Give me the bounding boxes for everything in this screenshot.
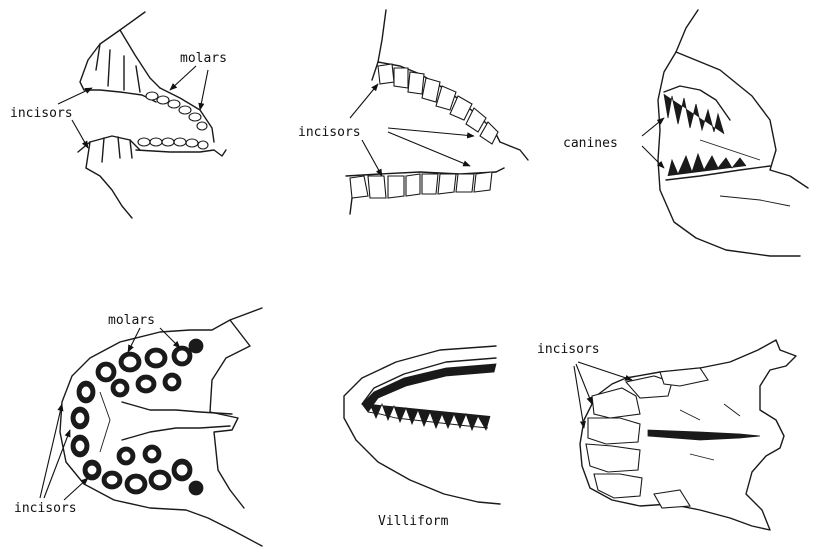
arrow-incisors-bl-1 <box>40 404 62 498</box>
arrow-canines-upper <box>642 118 664 136</box>
caption-villiform: Villiform <box>378 514 449 529</box>
label-canines: canines <box>563 136 618 151</box>
arrow-incisors-lower-left <box>362 140 382 176</box>
arrow-incisors-br-1 <box>578 362 632 380</box>
arrow-molars-2 <box>200 70 208 110</box>
panel-bottom-right: incisors <box>537 340 796 530</box>
lower-incisor-row-drawing <box>346 168 504 214</box>
upper-incisor-row-drawing <box>372 10 528 160</box>
upper-jaw-drawing <box>80 12 214 142</box>
palate-outline-drawing <box>60 308 262 546</box>
panel-top-right: canines <box>563 10 808 256</box>
arrow-molars-1 <box>170 66 196 90</box>
incisor-palate-drawing <box>580 340 796 530</box>
label-incisors-bottom-right: incisors <box>537 342 600 357</box>
lower-jaw-drawing <box>78 136 226 218</box>
label-molars-bottom-left: molars <box>108 313 155 328</box>
label-incisors-top-left: incisors <box>10 106 73 121</box>
arrow-incisors-upper-mid <box>350 84 378 118</box>
molar-cluster-drawing <box>71 339 203 495</box>
arrow-canines-lower <box>642 146 664 168</box>
canine-head-drawing <box>658 10 808 256</box>
label-incisors-top-middle: incisors <box>298 125 361 140</box>
arrow-incisors-lower-right <box>388 132 470 166</box>
label-incisors-bottom-left: incisors <box>14 501 77 516</box>
panel-top-left: molars incisors <box>10 12 227 218</box>
arrow-incisors-lower <box>72 120 88 148</box>
arrow-incisors-bl-3 <box>64 478 88 500</box>
arrow-incisors-br-2 <box>576 364 592 404</box>
panel-top-middle: incisors <box>298 10 528 214</box>
villiform-jaw-drawing <box>344 346 500 504</box>
panel-bottom-middle: Villiform <box>344 346 500 529</box>
label-molars-top-left: molars <box>180 51 227 66</box>
arrow-incisors-br-3 <box>574 366 584 428</box>
arrow-incisors-right-mid <box>388 128 474 136</box>
panel-bottom-left: molars incisors <box>14 308 262 546</box>
arrow-incisors-upper <box>58 88 92 104</box>
